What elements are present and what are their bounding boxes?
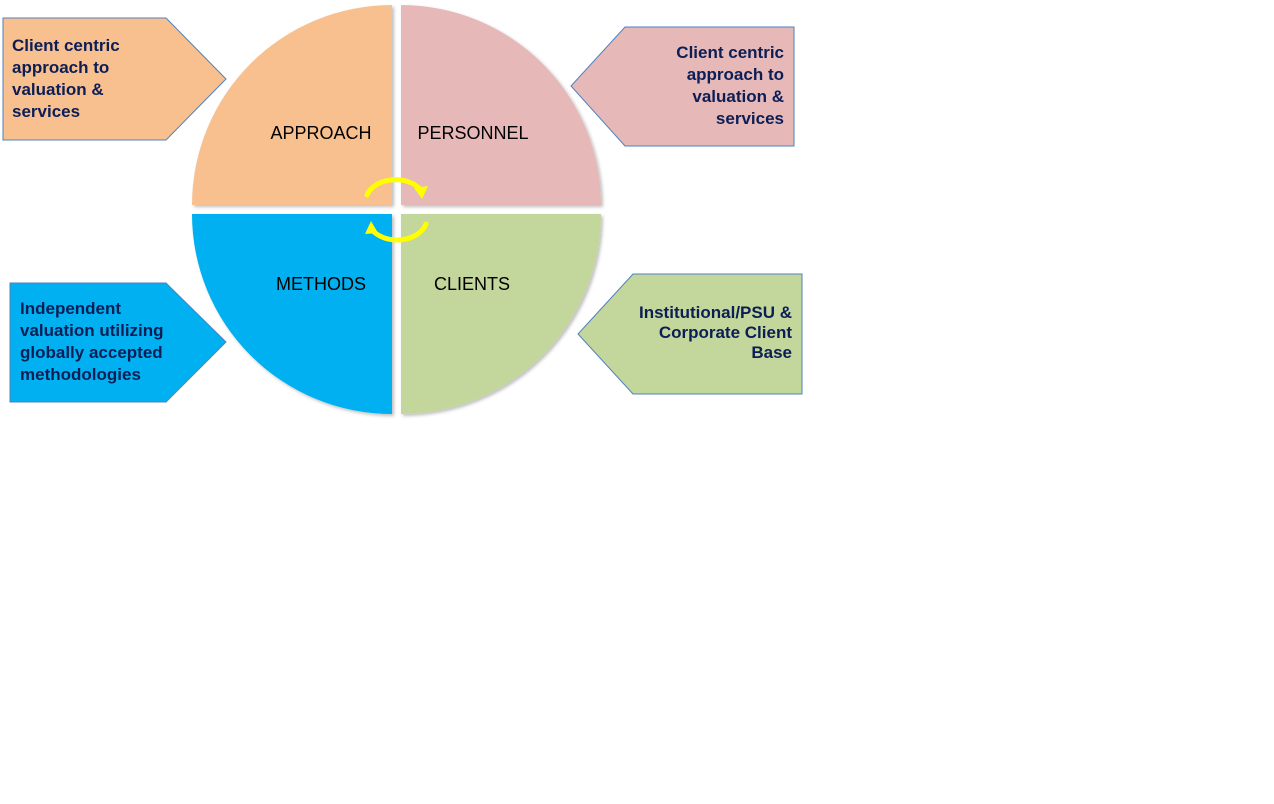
bottom-arrow-arc bbox=[369, 221, 429, 243]
approach-quadrant bbox=[192, 5, 392, 205]
clients-callout-shape bbox=[577, 273, 803, 395]
methods-label: METHODS bbox=[276, 274, 366, 294]
methods-callout-shape bbox=[9, 282, 227, 403]
clients-label: CLIENTS bbox=[434, 274, 510, 294]
methods-quadrant bbox=[192, 214, 392, 414]
top-arrowhead bbox=[414, 186, 428, 199]
clients-quadrant bbox=[401, 214, 601, 414]
personnel-label: PERSONNEL bbox=[417, 123, 528, 143]
approach-callout-text: Client centric approach to valuation & s… bbox=[12, 36, 120, 121]
approach-callout-shape bbox=[2, 17, 227, 141]
clients-callout-text: Institutional/PSU & Corporate Client Bas… bbox=[639, 303, 792, 362]
personnel-callout-text: Client centric approach to valuation & s… bbox=[676, 43, 784, 128]
bottom-arrowhead bbox=[365, 221, 378, 234]
top-arrow-arc bbox=[364, 177, 424, 198]
personnel-callout-shape bbox=[570, 26, 795, 147]
methods-callout-text: Independent valuation utilizing globally… bbox=[20, 299, 164, 384]
personnel-quadrant bbox=[401, 5, 601, 205]
approach-label: APPROACH bbox=[270, 123, 371, 143]
cycle-arrows-icon bbox=[364, 177, 429, 243]
